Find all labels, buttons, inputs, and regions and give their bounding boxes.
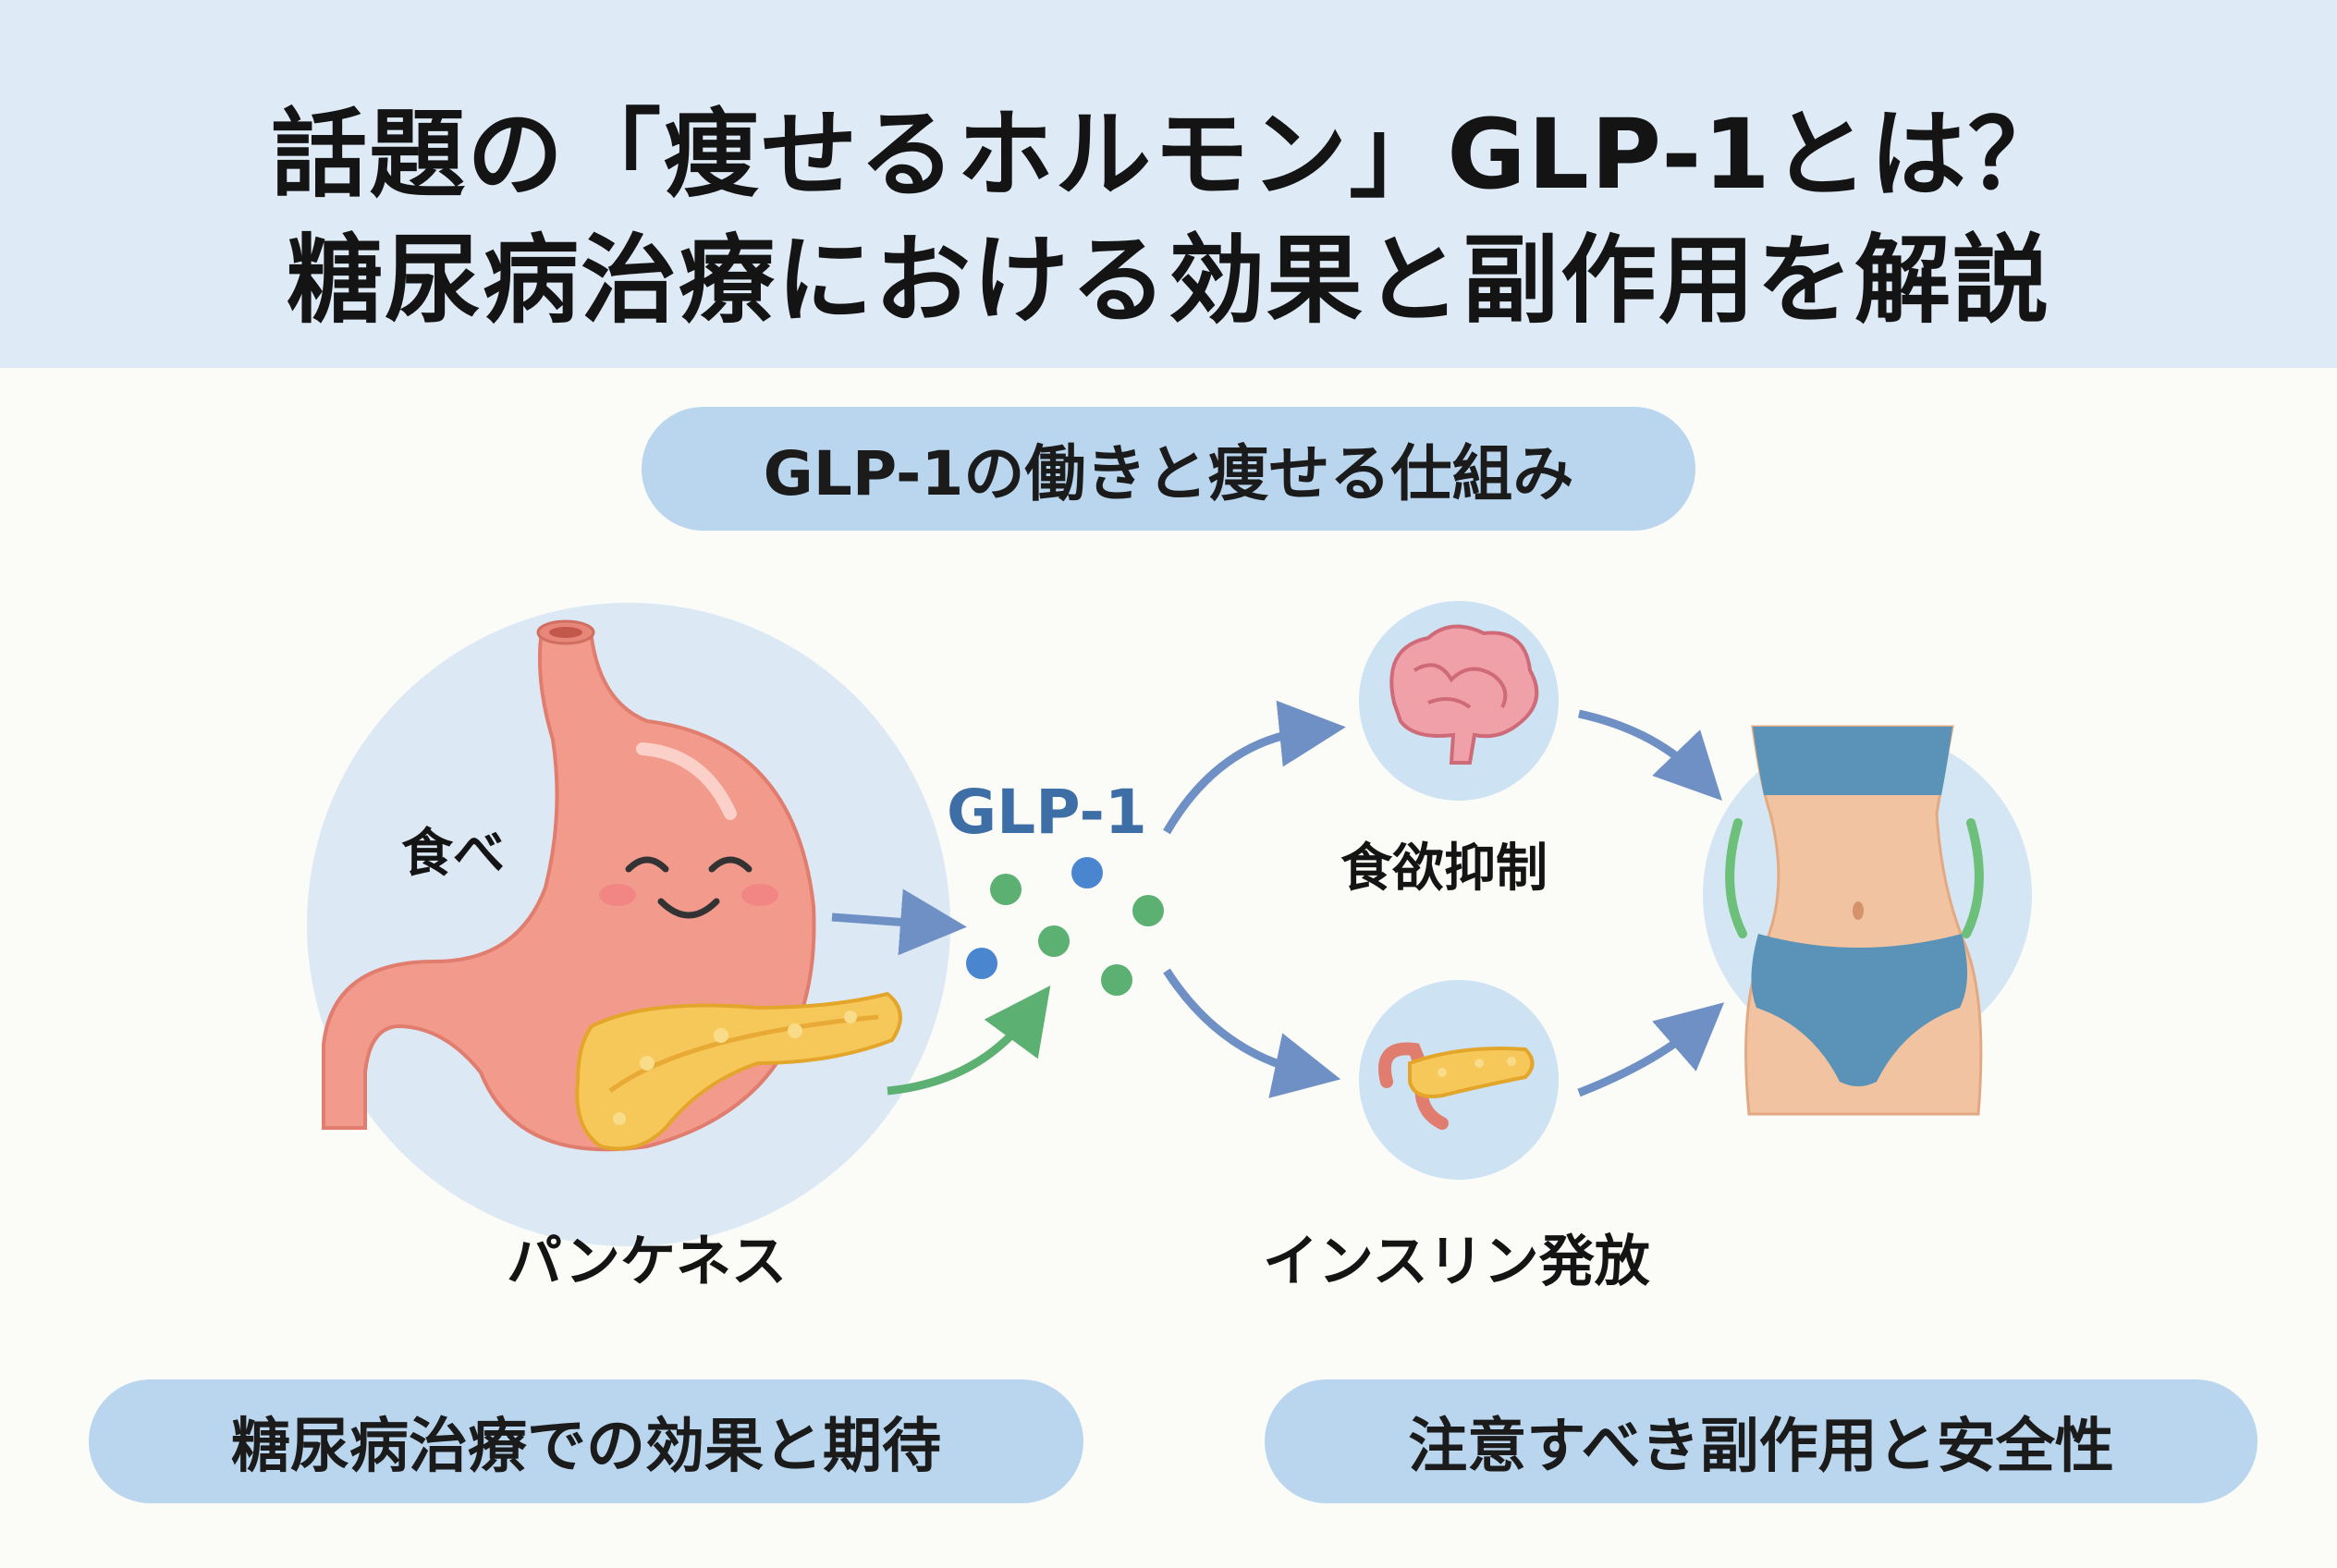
glp1-label: GLP-1 bbox=[947, 777, 1147, 848]
waist-icon bbox=[1725, 725, 1984, 1116]
page-title-line-2: 糖尿病治療における効果と副作用を解説 bbox=[286, 224, 2050, 337]
pancreas-label: パンケネス bbox=[507, 1230, 787, 1294]
diabetes-effects-button[interactable]: 糖尿病治療での効果と期待 bbox=[89, 1379, 1083, 1503]
arrow-glp1-to-brain bbox=[1163, 700, 1346, 835]
arrow-insulin-to-waist bbox=[1577, 1002, 1725, 1097]
arrow-glp1-to-insulin bbox=[1163, 968, 1341, 1098]
brain-icon bbox=[1389, 624, 1539, 765]
header-banner: 話題の「痩せるホルモン」GLP-1とは？ 糖尿病治療における効果と副作用を解説 bbox=[0, 0, 2337, 368]
eye-left bbox=[625, 856, 669, 873]
eat-label: 食べ bbox=[401, 824, 505, 884]
page-title-line-1: 話題の「痩せるホルモン」GLP-1とは？ bbox=[271, 98, 2066, 211]
smile bbox=[657, 898, 720, 919]
eye-right bbox=[708, 856, 752, 873]
side-effects-safety-button[interactable]: 注意すべき副作用と安全性 bbox=[1265, 1379, 2257, 1503]
insulin-release-label: インスリン発放 bbox=[1263, 1230, 1650, 1294]
section-heading-pill: GLP-1の働きと痩せる仕組み bbox=[642, 407, 1695, 531]
glp1-molecule-icon bbox=[966, 857, 1164, 996]
pancreas-icon bbox=[575, 991, 902, 1151]
arrow-brain-to-waist bbox=[1578, 709, 1722, 801]
pancreas-small-icon bbox=[1378, 1042, 1535, 1130]
arrow-stomach-to-glp1 bbox=[831, 888, 967, 956]
appetite-suppression-label: 食欲抑制 bbox=[1340, 839, 1548, 899]
arrow-pancreas-to-glp1 bbox=[887, 985, 1051, 1096]
